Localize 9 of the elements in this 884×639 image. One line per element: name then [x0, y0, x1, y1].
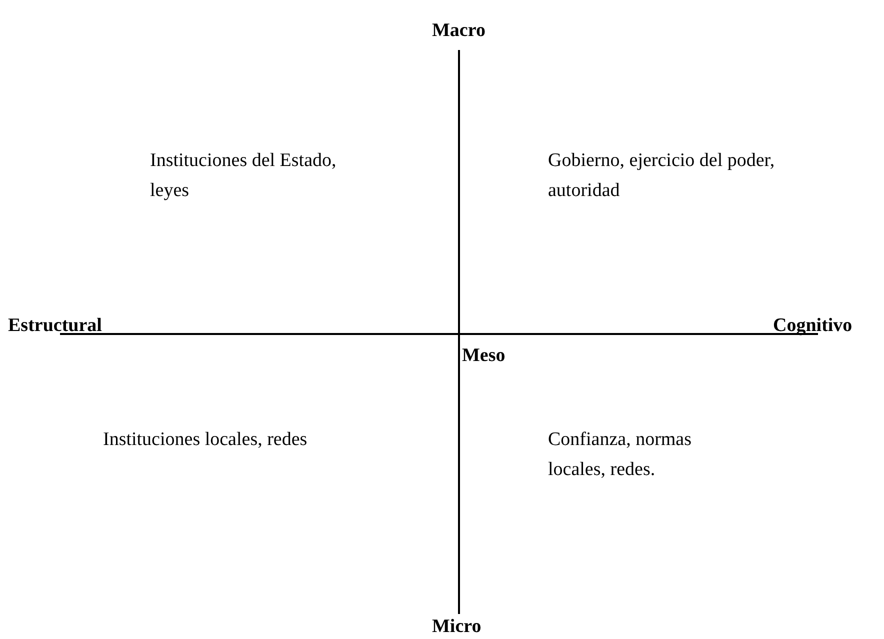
axis-label: Cognitivo: [773, 314, 852, 338]
quadrant-text: Instituciones del Estado, leyes: [150, 149, 338, 203]
quadrant-text: Instituciones locales, redes: [103, 428, 308, 452]
axis-label: Macro: [432, 19, 486, 43]
axis-label: Meso: [462, 344, 506, 368]
quadrant-text: Gobierno, ejercicio del poder, autoridad: [548, 149, 776, 203]
axis-label: Micro: [432, 615, 482, 639]
quadrant-text: Confianza, normas locales, redes.: [548, 428, 693, 482]
axis-label: Estructural: [8, 314, 102, 338]
